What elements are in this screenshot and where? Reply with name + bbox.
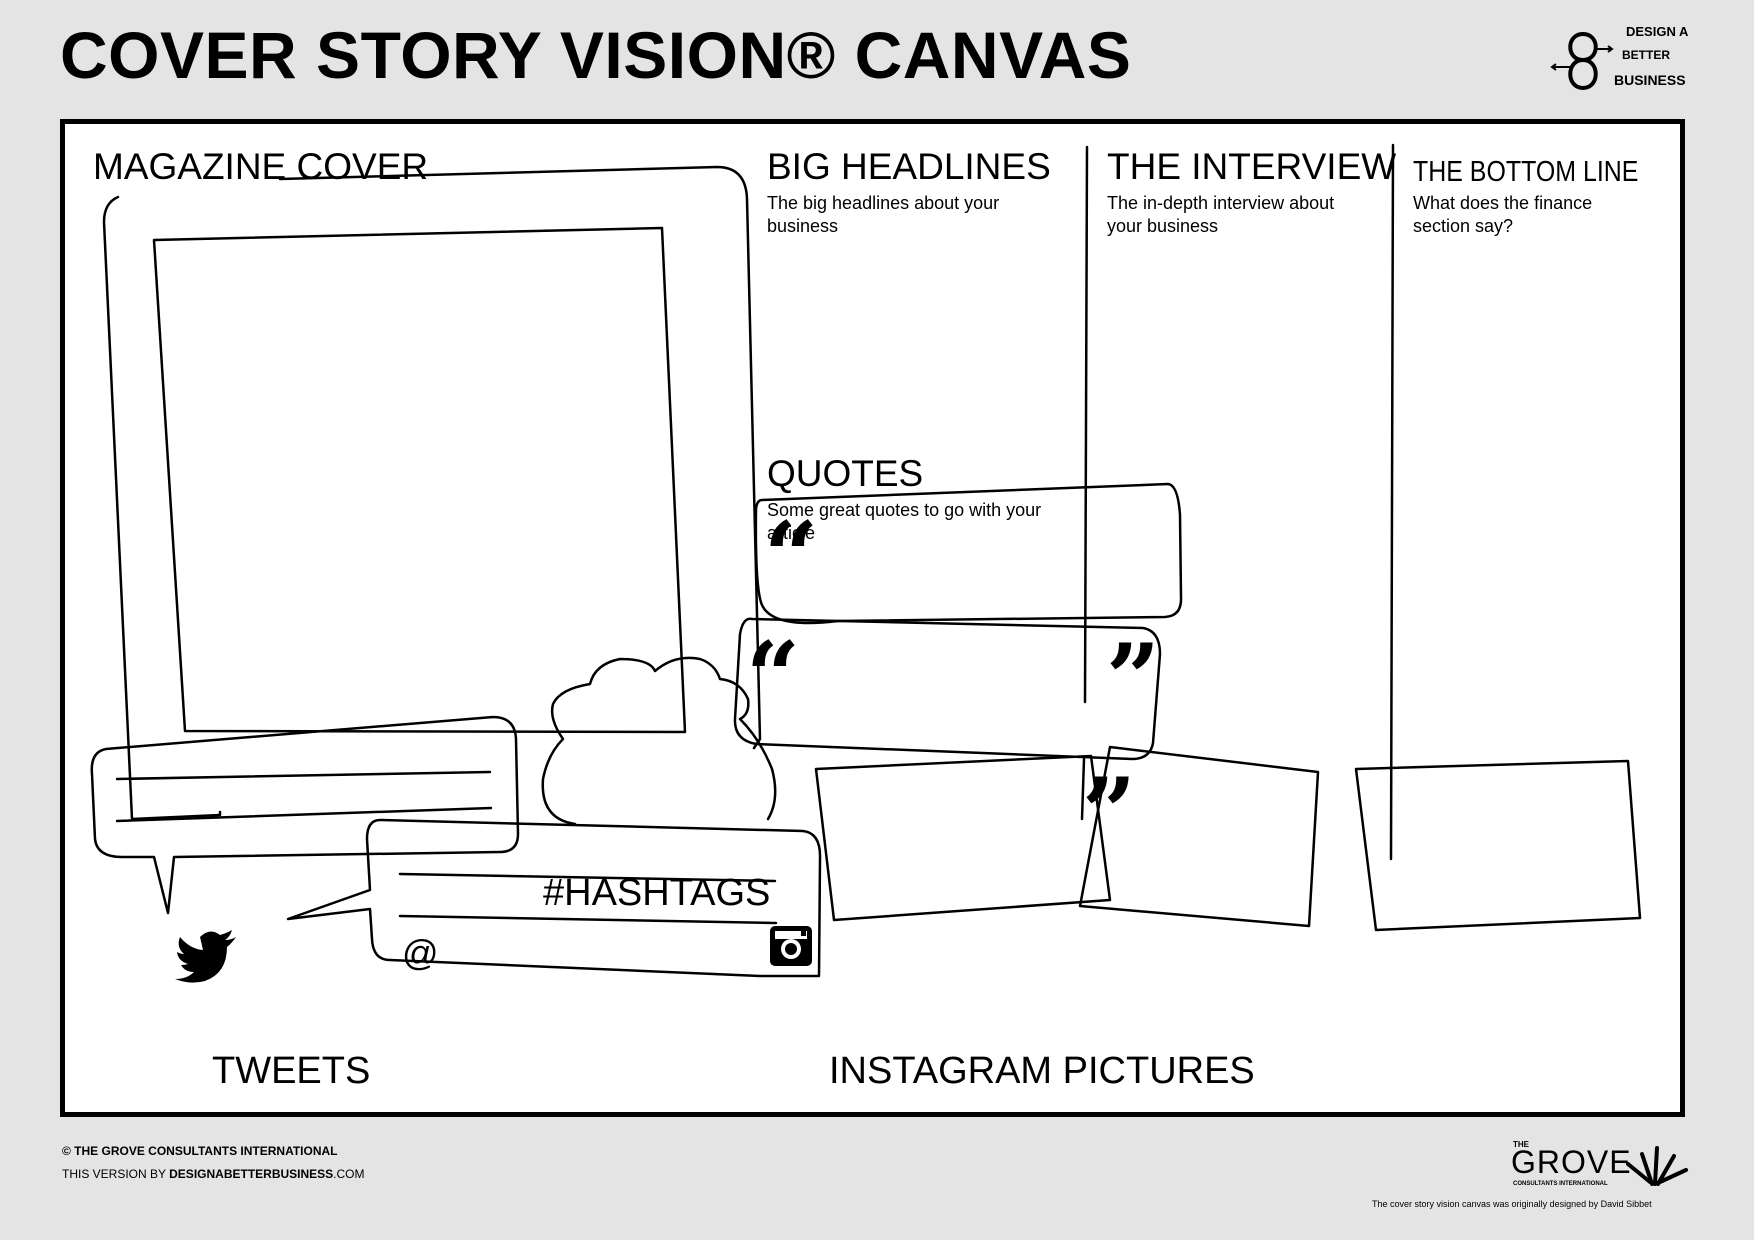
canvas-frame <box>60 119 1685 1117</box>
brand-line-3: BUSINESS <box>1614 72 1686 88</box>
quotes-description: Some great quotes to go with your articl… <box>767 500 1042 543</box>
hashtag-cloud <box>541 656 777 826</box>
brand-line-2: BETTER <box>1622 48 1670 62</box>
quote-box-2 <box>733 617 1162 761</box>
grove-sub: CONSULTANTS INTERNATIONAL <box>1513 1181 1608 1187</box>
divider-headlines-interview <box>1080 145 1089 821</box>
design-a-better-business-logo: DESIGN A BETTER BUSINESS <box>1548 20 1738 100</box>
instagram-photo-3 <box>1354 759 1642 932</box>
magazine-cover-area <box>152 226 687 734</box>
open-quote-icon: “ <box>764 502 818 612</box>
tweets-label: TWEETS <box>212 1050 371 1092</box>
grove-name: GROVE <box>1511 1144 1632 1180</box>
close-quote-icon: ” <box>1106 624 1160 734</box>
footer-version-prefix: THIS VERSION BY <box>62 1167 170 1181</box>
magazine-cover-heading: MAGAZINE COVER <box>93 146 429 187</box>
mention-symbol: @ <box>402 932 439 973</box>
bottom-line-heading: THE BOTTOM LINE <box>1413 156 1639 188</box>
grove-logo: THE GROVE CONSULTANTS INTERNATIONAL <box>1505 1140 1695 1194</box>
quotes-heading: QUOTES <box>767 453 924 494</box>
grove-tree-icon <box>1626 1146 1688 1186</box>
infinity-arrows-icon <box>1550 31 1614 91</box>
tweet-line-1 <box>115 770 492 781</box>
close-quote-icon: ” <box>1082 758 1136 868</box>
interview-description: The in-depth interview about your busine… <box>1107 193 1335 236</box>
footer-version-suffix: .COM <box>333 1167 365 1181</box>
quote-box-1 <box>754 482 1183 625</box>
interview-heading: THE INTERVIEW <box>1107 146 1397 187</box>
grove-the: THE <box>1513 1140 1529 1149</box>
footer-version: THIS VERSION BY DESIGNABETTERBUSINESS.CO… <box>62 1167 365 1181</box>
instagram-label: INSTAGRAM PICTURES <box>829 1050 1255 1092</box>
footer-version-site: DESIGNABETTERBUSINESS <box>169 1167 334 1181</box>
instagram-photo-2 <box>1078 745 1320 928</box>
page-title: COVER STORY VISION® CANVAS <box>60 18 1132 92</box>
twitter-bird-icon <box>175 930 236 983</box>
footer-copyright: © THE GROVE CONSULTANTS INTERNATIONAL <box>62 1144 338 1158</box>
instagram-photo-1 <box>814 754 1112 922</box>
open-quote-icon: “ <box>746 622 800 732</box>
big-headlines-description: The big headlines about your business <box>767 193 1000 236</box>
big-headlines-heading: BIG HEADLINES <box>767 146 1051 187</box>
mention-line-1 <box>398 872 777 883</box>
divider-interview-bottom-line <box>1389 143 1395 861</box>
instagram-camera-icon <box>770 926 812 966</box>
brand-line-1: DESIGN A <box>1626 24 1689 39</box>
tweet-bubble <box>90 715 520 915</box>
footer-credit: The cover story vision canvas was origin… <box>1372 1199 1652 1209</box>
magazine-tablet-outline <box>102 165 762 821</box>
mention-bubble <box>286 818 822 978</box>
mention-line-2 <box>398 914 778 925</box>
bottom-line-description: What does the finance section say? <box>1413 193 1593 236</box>
hashtags-label: #HASHTAGS <box>543 872 771 914</box>
tweet-line-2 <box>115 806 493 823</box>
canvas-drawing: “ ” “ ” <box>90 143 1642 983</box>
